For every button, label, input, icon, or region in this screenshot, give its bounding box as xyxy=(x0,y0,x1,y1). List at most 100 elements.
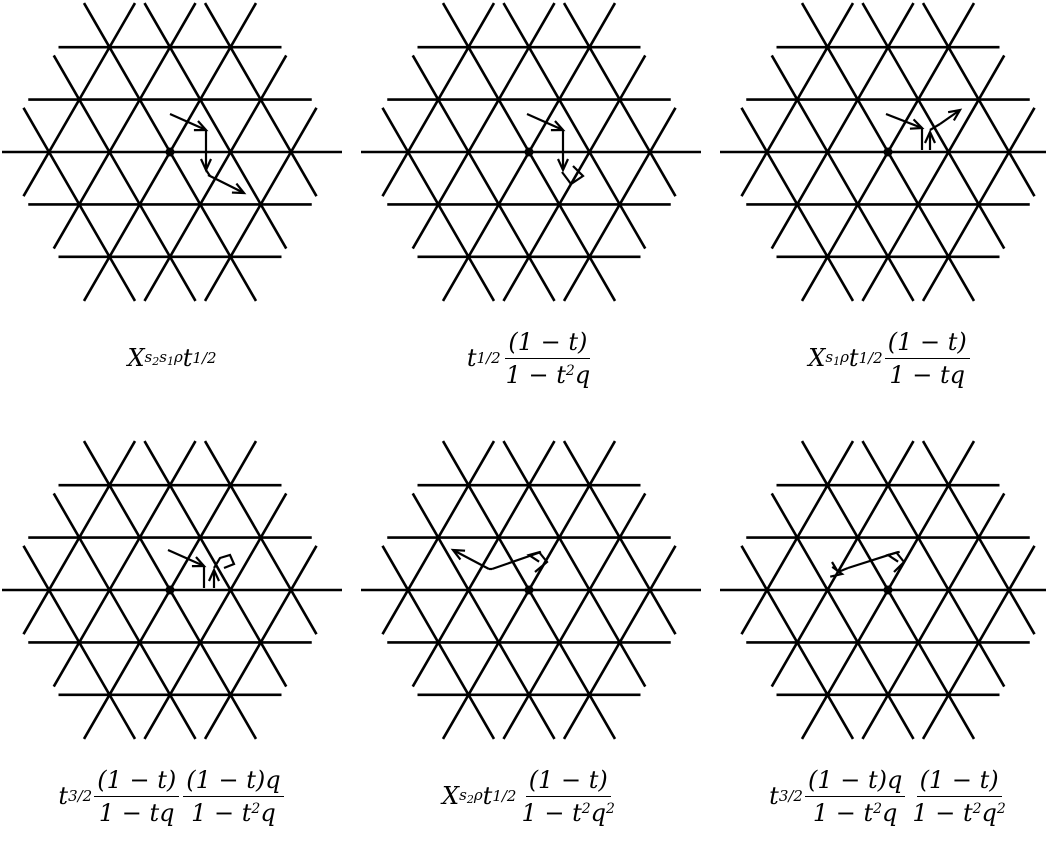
caption-fraction: (1 − t)1 − t2q2 xyxy=(909,766,1009,827)
caption-superscript: 1/2 xyxy=(858,349,883,367)
caption-symbol: t xyxy=(182,344,193,372)
reflect-loop xyxy=(893,551,906,573)
path-segment xyxy=(169,112,207,132)
reflect-loop xyxy=(534,551,549,573)
lattice-lines xyxy=(720,440,1046,740)
lattice-3 xyxy=(720,2,1046,302)
arrow-head xyxy=(923,129,937,144)
lattice-line-diagonal-b xyxy=(770,2,915,250)
alcove-walk-path xyxy=(167,548,236,588)
lattice-line-diagonal-b xyxy=(203,545,318,740)
caption-fraction: (1 − t)1 − t2q2 xyxy=(518,766,618,827)
fraction-numerator: (1 − t)q xyxy=(183,766,284,797)
lattice-line-diagonal-a xyxy=(502,2,647,250)
lattice-line-diagonal-b xyxy=(562,107,677,302)
fraction-denominator: 1 − t2q xyxy=(191,798,276,827)
fraction-denominator: 1 − tq xyxy=(889,360,966,389)
lattice-line-diagonal-a xyxy=(411,492,556,740)
caption-fraction: (1 − t)1 − t2q xyxy=(503,328,594,389)
fraction-denominator: 1 − t2q2 xyxy=(912,798,1006,827)
path-segment xyxy=(929,123,941,131)
lattice-line-diagonal-b xyxy=(502,492,647,740)
path-segment xyxy=(491,550,542,571)
caption-fraction: (1 − t)1 − tq xyxy=(884,328,970,389)
arrow-head xyxy=(829,566,845,578)
origin-dot xyxy=(165,147,175,157)
path-segment xyxy=(939,109,961,125)
arrow-head xyxy=(556,158,570,173)
alcove-walk-path xyxy=(885,108,963,150)
lattice-line-diagonal-a xyxy=(52,492,197,740)
lattice-line-diagonal-b xyxy=(52,2,197,250)
path-segment xyxy=(847,550,899,570)
fraction-numerator: (1 − t) xyxy=(94,766,180,797)
caption-superscript: 1/2 xyxy=(476,349,501,367)
lattice-line-diagonal-a xyxy=(52,54,197,302)
lattice-line-diagonal-a xyxy=(502,440,647,688)
lattice-lines xyxy=(720,2,1046,302)
path-segment xyxy=(885,112,923,130)
lattice-line-diagonal-a xyxy=(861,2,1006,250)
path-segment xyxy=(167,548,205,568)
fraction-denominator: 1 − t2q xyxy=(505,360,591,389)
caption-superscript: 3/2 xyxy=(68,787,93,805)
lattice-line-diagonal-b xyxy=(411,440,556,688)
caption-symbol: t xyxy=(848,344,859,372)
lattice-line-diagonal-b xyxy=(22,440,137,635)
lattice-line-diagonal-b xyxy=(861,54,1006,302)
alcove-walk-path xyxy=(526,112,585,186)
origin-dot xyxy=(524,147,534,157)
caption-symbol: X xyxy=(127,344,145,372)
lattice-line-diagonal-b xyxy=(740,440,855,635)
lattice-line-diagonal-a xyxy=(770,54,915,302)
lattice-line-diagonal-a xyxy=(143,2,288,250)
arrow-head xyxy=(450,548,466,561)
lattice-4 xyxy=(2,440,342,740)
path-segment xyxy=(207,174,245,194)
caption-symbol: X xyxy=(442,782,460,810)
lattice-line-diagonal-b xyxy=(381,440,496,635)
alcove-walk-path xyxy=(829,550,906,578)
arrow-head xyxy=(947,108,963,121)
lattice-line-diagonal-b xyxy=(921,545,1036,740)
lattice-line-diagonal-b xyxy=(770,440,915,688)
lattice-2 xyxy=(361,2,701,302)
caption-superscript: s2ρ xyxy=(459,786,483,806)
path-segment xyxy=(452,549,490,570)
fraction-numerator: (1 − t) xyxy=(525,766,611,797)
lattice-line-diagonal-b xyxy=(52,440,197,688)
lattice-line-diagonal-b xyxy=(381,2,496,197)
lattice-line-diagonal-b xyxy=(562,545,677,740)
fraction-numerator: (1 − t) xyxy=(505,328,591,359)
fraction-denominator: 1 − tq xyxy=(98,798,175,827)
lattice-line-diagonal-a xyxy=(411,54,556,302)
lattice-line-diagonal-b xyxy=(502,54,647,302)
lattice-line-diagonal-b xyxy=(740,2,855,197)
lattice-line-diagonal-b xyxy=(22,2,137,197)
origin-dot xyxy=(165,585,175,595)
caption-superscript: 1/2 xyxy=(492,787,517,805)
alcove-walk-path xyxy=(169,112,247,195)
lattice-line-diagonal-b xyxy=(921,107,1036,302)
arrow-head xyxy=(231,182,247,195)
reflect-loop xyxy=(213,553,236,570)
origin-dot xyxy=(883,147,893,157)
fraction-numerator: (1 − t) xyxy=(916,766,1002,797)
lattice-line-diagonal-b xyxy=(203,107,318,302)
caption-symbol: X xyxy=(808,344,826,372)
caption-symbol: t xyxy=(466,344,477,372)
caption-superscript: 1/2 xyxy=(192,349,217,367)
caption-superscript: s2s1ρ xyxy=(144,348,183,368)
fraction-denominator: 1 − t2q2 xyxy=(521,798,615,827)
